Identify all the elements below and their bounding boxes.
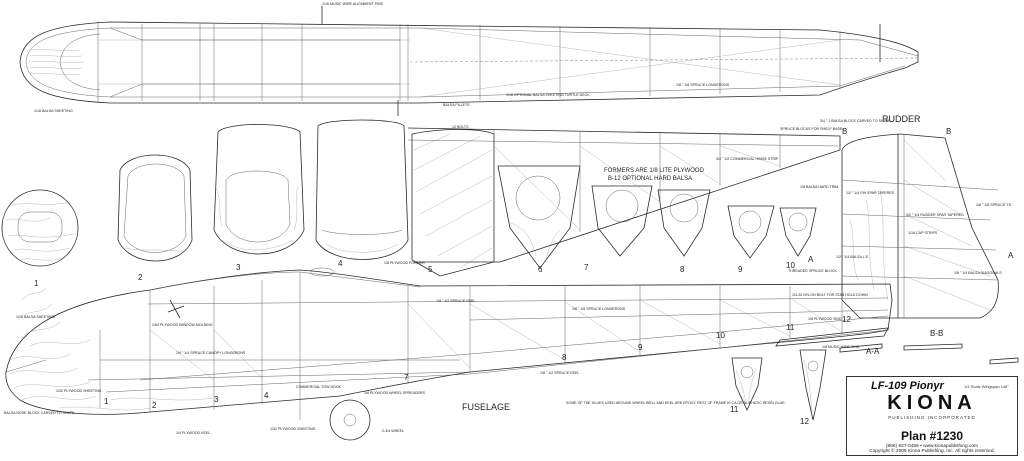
former-number-1: 1 <box>34 279 39 288</box>
contact-info: (866) 627-0456 • www.kionapublishing.com <box>885 444 979 449</box>
former-6: 6 <box>497 165 581 274</box>
former-1: 1 <box>1 189 79 288</box>
station-8: 8 <box>562 353 567 362</box>
label-balsa-sheeting-side: 1/16 BALSA SHEETING <box>16 315 55 319</box>
marker-a-left: A <box>808 255 814 264</box>
label-rudder-spar: 1/2 " 1/4 RUDDER SPAR TAPERED <box>906 213 964 217</box>
label-plywood-window: 1/64 PLYWOOD WINDOW MOLDING <box>152 323 213 327</box>
label-plywood-sheeting-bottom: 1/32 PLYWOOD SHEETING <box>270 427 316 431</box>
former-number-5: 5 <box>428 265 433 274</box>
station-7: 7 <box>404 373 409 382</box>
station-1: 1 <box>104 397 109 406</box>
label-fuselage: FUSELAGE <box>462 402 510 412</box>
label-balsa-nose-block: BALSA NOSE BLOCK CARVED TO SHAPE <box>4 411 75 415</box>
station-12: 12 <box>842 315 851 324</box>
former-2: 2 <box>117 154 193 282</box>
marker-a-right: A <box>1008 251 1014 260</box>
label-balsa-diagonals: 1/8 " 1/4 BALSA DIAGONALS <box>954 271 1002 275</box>
former-4: 4 <box>315 119 409 268</box>
label-cap-strips: 1/16 CAP STRIPS <box>908 231 938 235</box>
former-number-8: 8 <box>680 265 685 274</box>
former-9: 9 <box>727 205 775 274</box>
label-commercial-tow-hook: COMMERCIAL TOW HOOK <box>296 385 342 389</box>
former-number-4: 4 <box>338 259 343 268</box>
station-4: 4 <box>264 391 269 400</box>
label-spruce-keel-bottom: 1/8 " 1/2 SPRUCE KEEL <box>540 371 579 375</box>
label-section-bb: B-B <box>930 329 943 338</box>
label-rib-bolts: 12 BOLTS <box>452 125 469 129</box>
label-music-wire-pins: 1/16 MUSIC WIRE ALIGNMENT PINS <box>322 2 384 6</box>
label-rudder: RUDDER <box>882 114 921 124</box>
section-views: 11 12 A-A B-B 1/8 MUSIC WIRE SKID <box>730 329 1019 426</box>
marker-b-top-right: B <box>946 127 951 136</box>
label-canopy-spruce: 1/4 " 1/4 SPRUCE CANOPY LONGERONS <box>176 351 246 355</box>
label-plywood-keel: 1/4 PLYWOOD KEEL <box>176 431 210 435</box>
label-formers-note-1: FORMERS ARE 1/8 LITE PLYWOOD <box>604 168 705 174</box>
label-commercial-hinges: 3/4 " 1/2 COMMERCIAL HINGE STRIP <box>716 157 779 161</box>
turtle-deck: SPRUCE BLOCKS FOR SHELF BASE 3/4 " 1/2 C… <box>384 127 843 273</box>
station-9: 9 <box>638 343 643 352</box>
former-8: 8 <box>657 189 711 274</box>
label-balsa-sheeting-top: 1/16 BALSA SHEETING <box>34 109 73 113</box>
title-block: LF-109 Pionyr 1/4 Scale Wingspan 148" KI… <box>846 376 1018 456</box>
top-view-fuselage: 1/16 MUSIC WIRE ALIGNMENT PINS 1/16 BALS… <box>19 2 919 116</box>
label-spruce-keel: 1/8 " 1/2 SPRUCE KEEL <box>436 299 475 303</box>
label-glue-note: SOME OF THE GLUES USED AROUND WHEEL WELL… <box>566 401 786 405</box>
label-wheel-spreaders: 1/8 PLYWOOD WHEEL SPREADERS <box>364 391 426 395</box>
label-spruce-longerons: 1/8 " 1/8 SPRUCE LONGERONS <box>676 83 730 87</box>
copyright: Copyright © 2005 Kiona Publishing, Inc. … <box>869 449 995 454</box>
rudder-fin: RUDDER B B A A 3/4 " 1 BALSA BLOCK CARVE… <box>808 114 1014 319</box>
marker-b-top-left: B <box>842 127 847 136</box>
former-number-7: 7 <box>584 263 589 272</box>
model-scale: 1/4 Scale Wingspan 148" <box>964 384 1009 389</box>
label-spruce-longerons-2: 1/8 " 1/8 SPRUCE LONGERONS <box>572 307 626 311</box>
former-3: 3 <box>213 124 305 272</box>
brand-tagline: PUBLISHING INCORPORATED <box>888 415 976 420</box>
former-7: 7 <box>584 185 653 272</box>
station-3: 3 <box>214 395 219 404</box>
label-balsa-block-carved: 3/4 " 1 BALSA BLOCK CARVED TO SHAPE <box>820 119 891 123</box>
label-music-wire-skid: 1/8 MUSIC WIRE SKID <box>822 345 860 349</box>
former-number-3: 3 <box>236 263 241 272</box>
label-plywood-sheeting: 1/32 PLYWOOD SHEETING <box>56 389 102 393</box>
label-fin-spar: 1/2 " 1/4 FIN SPAR TAPERED <box>846 191 895 195</box>
label-spruce-te: 1/8 " 1/8 SPRUCE T.E. <box>976 203 1012 207</box>
model-name: LF-109 Pionyr <box>871 380 944 392</box>
label-balsa-le: 1/2 " 1/4 BALSA L.E. <box>836 255 869 259</box>
former-number-6: 6 <box>538 265 543 274</box>
former-number-10: 10 <box>786 261 795 270</box>
section-former-11: 11 <box>730 405 739 414</box>
section-former-12: 12 <box>800 417 809 426</box>
label-wheel: 2-3/4 WHEEL <box>382 429 404 433</box>
label-threaded-spruce-block: THREADED SPRUCE BLOCK <box>788 269 838 273</box>
label-plywood-skid: 1/8 PLYWOOD SKID <box>808 317 842 321</box>
former-5: 12 BOLTS 5 <box>411 125 495 277</box>
side-view-fuselage: 1 2 3 4 7 8 9 10 11 12 1/8 " 1/2 SPRUCE … <box>4 267 893 441</box>
station-10: 10 <box>716 331 725 340</box>
former-number-2: 2 <box>138 273 143 282</box>
label-spruce-blocks: SPRUCE BLOCKS FOR SHELF BASE <box>780 127 843 131</box>
label-nylon-bolt: 1/4-20 NYLON BOLT FOR STAB HOLD DOWN <box>792 293 868 297</box>
station-2: 2 <box>152 401 157 410</box>
former-number-9: 9 <box>738 265 743 274</box>
plan-number: Plan #1230 <box>900 429 964 443</box>
station-11: 11 <box>786 323 795 332</box>
label-formers-note-2: B-12 OPTIONAL HARD BALSA <box>608 176 692 182</box>
label-optional-balsa-sheeting: 1/16 OPTIONAL BALSA SHEETING TURTLE DECK <box>506 93 590 97</box>
brand-logo: KIONA <box>887 392 977 414</box>
label-balsa-hard-trim: 1/8 BALSA HARD TRIM <box>800 185 838 189</box>
label-balsa-fillets: BALSA FILLETS <box>443 103 470 107</box>
label-section-aa: A-A <box>866 347 880 356</box>
former-10: 10 <box>779 207 817 270</box>
label-plywood-former: 1/8 PLYWOOD FORMER <box>384 261 425 265</box>
